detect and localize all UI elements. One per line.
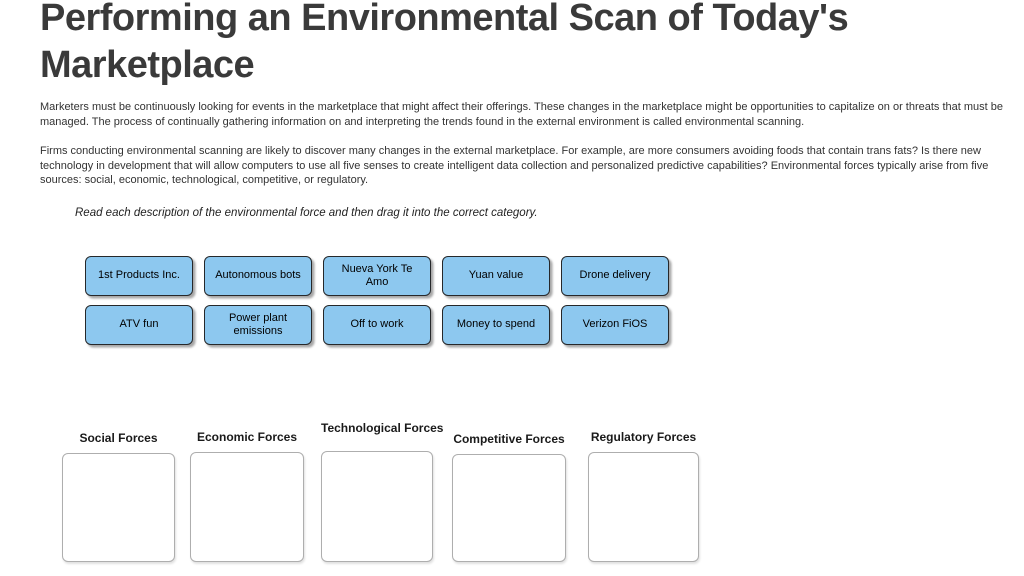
chip-off-to-work[interactable]: Off to work: [323, 304, 431, 345]
category-label-social: Social Forces: [79, 431, 158, 445]
chip-autonomous-bots[interactable]: Autonomous bots: [204, 255, 312, 296]
dropzone-competitive-forces[interactable]: [452, 454, 566, 562]
category-label-technological: Technological Forces: [321, 421, 444, 435]
intro-paragraph-1: Marketers must be continuously looking f…: [40, 101, 1004, 128]
category-label-competitive: Competitive Forces: [453, 432, 565, 446]
dropzone-regulatory-forces[interactable]: [588, 452, 699, 562]
intro-paragraph-2: Firms conducting environmental scanning …: [40, 145, 989, 187]
chip-power-plant-emissions[interactable]: Power plant emissions: [204, 304, 312, 345]
page-title: Performing an Environmental Scan of Toda…: [40, 0, 849, 86]
dropzone-economic-forces[interactable]: [190, 452, 304, 562]
chip-1st-products-inc[interactable]: 1st Products Inc.: [85, 255, 193, 296]
dropzone-technological-forces[interactable]: [321, 451, 433, 562]
chip-atv-fun[interactable]: ATV fun: [85, 304, 193, 345]
category-competitive: Competitive Forces: [452, 432, 566, 562]
category-regulatory: Regulatory Forces: [588, 430, 699, 562]
chip-drone-delivery[interactable]: Drone delivery: [561, 255, 669, 296]
chip-verizon-fios[interactable]: Verizon FiOS: [561, 304, 669, 345]
category-technological: Technological Forces: [321, 421, 444, 562]
category-economic: Economic Forces: [190, 430, 304, 562]
category-label-regulatory: Regulatory Forces: [590, 430, 697, 444]
chip-bank: 1st Products Inc. Autonomous bots Nueva …: [85, 255, 695, 345]
category-label-economic: Economic Forces: [196, 430, 298, 444]
category-social: Social Forces: [62, 431, 175, 562]
drag-instruction: Read each description of the environment…: [75, 206, 538, 219]
dropzone-social-forces[interactable]: [62, 453, 175, 562]
chip-yuan-value[interactable]: Yuan value: [442, 255, 550, 296]
chip-nueva-york-te-amo[interactable]: Nueva York Te Amo: [323, 255, 431, 296]
chip-money-to-spend[interactable]: Money to spend: [442, 304, 550, 345]
